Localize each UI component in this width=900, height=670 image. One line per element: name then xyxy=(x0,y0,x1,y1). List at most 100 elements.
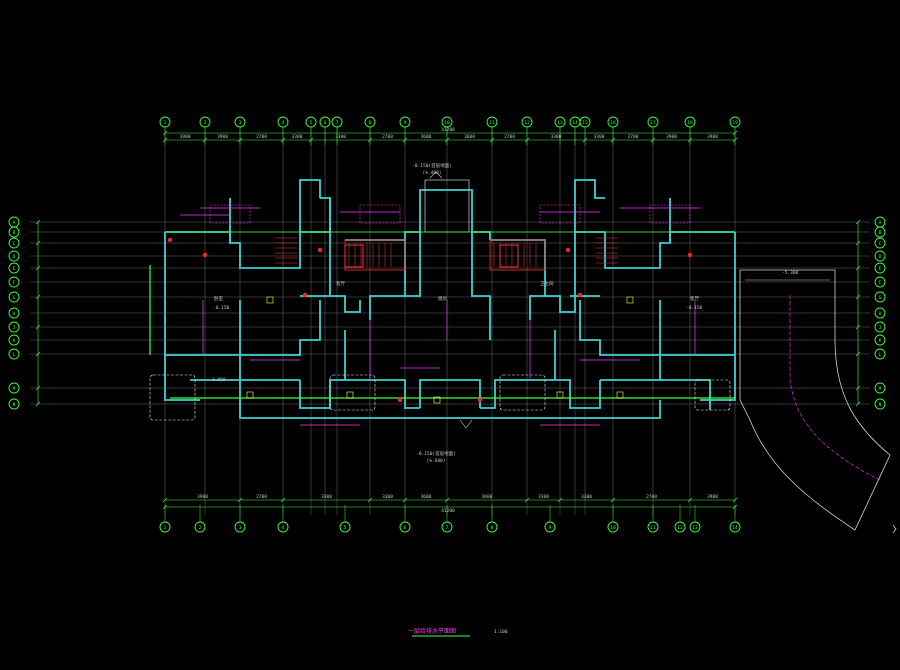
bottom-dimension-label: 3600 xyxy=(482,494,493,500)
bottom-dimension-tick xyxy=(444,497,450,503)
circle-icon xyxy=(486,116,498,128)
circle-icon xyxy=(8,382,20,394)
top-axis-bubble: 8 xyxy=(364,116,376,128)
bottom-dimension-tick xyxy=(687,497,693,503)
bottom-axis-bubble: 9 xyxy=(544,521,556,533)
top-axis-bubble: 2 xyxy=(199,116,211,128)
bottom-axis-bubble: 11 xyxy=(647,521,659,533)
circle-icon xyxy=(544,521,556,533)
stair-outline xyxy=(489,239,546,271)
bottom-dimension-tick xyxy=(367,497,373,503)
left-axis-bubble-label: F xyxy=(13,280,16,286)
annotations: -0.150(首层地面) (%.400) -0.150(首层地面) (%.600… xyxy=(212,127,799,514)
circle-icon xyxy=(874,348,886,360)
north-arrow-icon xyxy=(892,524,897,534)
bottom-axis-bubble: 2 xyxy=(194,521,206,533)
top-dimension-label: 3300 xyxy=(594,134,605,140)
top-axis-bubble: 7 xyxy=(331,116,343,128)
annotation-box xyxy=(649,204,691,224)
left-axis-bubble: F xyxy=(8,276,20,288)
right-axis-bubble-label: G xyxy=(879,295,882,301)
annotation-box xyxy=(209,204,251,224)
bottom-dimension-tick xyxy=(162,497,168,503)
right-axis-bubble: M xyxy=(874,382,886,394)
plumbing-fixture xyxy=(266,296,274,304)
top-axis-bubble-label: 7 xyxy=(336,120,339,126)
right-axis-bubble: G xyxy=(874,291,886,303)
left-axis-bubble-label: G xyxy=(13,295,16,301)
wall-segment xyxy=(164,232,300,381)
bottom-dimension-tick xyxy=(557,497,563,503)
circle-icon xyxy=(486,521,498,533)
circle-icon xyxy=(874,250,886,262)
left-axis-bubble: K xyxy=(8,334,20,346)
drawing-scale: 1:100 xyxy=(494,629,508,635)
right-axis-bubble-label: E xyxy=(879,266,882,272)
right-axis-bubble-label: N xyxy=(879,402,882,408)
top-dimension-label: 3300 xyxy=(335,134,346,140)
top-axis-bubble-label: 15 xyxy=(582,120,588,126)
side-dimension-tick xyxy=(855,324,861,330)
door-marker xyxy=(577,292,583,298)
bottom-axis-bubble: 10 xyxy=(607,521,619,533)
top-axis-bubble: 11 xyxy=(486,116,498,128)
bottom-axis-bubble-label: 3 xyxy=(239,525,242,531)
bottom-axis-bubble: 7 xyxy=(441,521,453,533)
left-axis-bubble-label: D xyxy=(13,254,16,260)
circle-icon xyxy=(331,116,343,128)
bathroom-fixture-outline xyxy=(149,374,196,421)
bottom-axis-bubble-label: 11 xyxy=(650,525,656,531)
circle-icon xyxy=(8,398,20,410)
left-axis-bubble: L xyxy=(8,348,20,360)
side-dimension-tick xyxy=(35,219,41,225)
wall-segment xyxy=(419,379,481,408)
overall-dimension-bottom: 41200 xyxy=(441,508,455,514)
top-dimension-label: 3900 xyxy=(666,134,677,140)
bottom-level-note-2: (%.600) xyxy=(427,458,446,464)
wall-segment xyxy=(471,232,491,340)
circle-icon xyxy=(874,276,886,288)
side-dimension-tick xyxy=(855,240,861,246)
circle-icon xyxy=(579,116,591,128)
bottom-axis-bubble: 1 xyxy=(159,521,171,533)
drawing-title-block: 一层给排水平面图 1:100 xyxy=(408,627,508,637)
right-axis-bubble-label: B xyxy=(879,230,882,236)
top-axis-bubble: 1 xyxy=(159,116,171,128)
right-axis-bubble-label: C xyxy=(879,241,882,247)
bottom-axis-bubble: 14 xyxy=(729,521,741,533)
bottom-axis-bubble: 3 xyxy=(234,521,246,533)
top-dimension-label: 3300 xyxy=(292,134,303,140)
left-axis-bubble: M xyxy=(8,382,20,394)
door-marker xyxy=(167,237,173,243)
circle-icon xyxy=(8,307,20,319)
circle-icon xyxy=(729,116,741,128)
door-marker xyxy=(565,247,571,253)
circle-icon xyxy=(319,116,331,128)
door-marker xyxy=(397,397,403,403)
circle-icon xyxy=(277,116,289,128)
circle-icon xyxy=(194,521,206,533)
circle-icon xyxy=(441,116,453,128)
bottom-dimension-tick xyxy=(237,497,243,503)
side-dimension-tick xyxy=(855,219,861,225)
bottom-axis-bubble-label: 2 xyxy=(199,525,202,531)
top-axis-bubble-label: 12 xyxy=(524,120,530,126)
top-axis-bubble: 10 xyxy=(441,116,453,128)
bottom-axis-bubble-label: 10 xyxy=(610,525,616,531)
bottom-dimension-label: 3300 xyxy=(382,494,393,500)
circle-icon xyxy=(874,291,886,303)
bottom-axis-bubble-label: 7 xyxy=(446,525,449,531)
right-axis-bubble: E xyxy=(874,262,886,274)
bathroom-fixture-outline xyxy=(329,374,376,411)
top-axis-bubble-label: 14 xyxy=(572,120,578,126)
circle-icon xyxy=(441,521,453,533)
top-axis-bubble: 4 xyxy=(277,116,289,128)
circle-icon xyxy=(8,237,20,249)
circle-icon xyxy=(874,321,886,333)
side-dimension-tick xyxy=(35,294,41,300)
left-axis-bubble-label: M xyxy=(13,386,16,392)
top-axis-bubble-label: 16 xyxy=(610,120,616,126)
door-marker xyxy=(477,397,483,403)
bottom-dimension-label: 3600 xyxy=(421,494,432,500)
